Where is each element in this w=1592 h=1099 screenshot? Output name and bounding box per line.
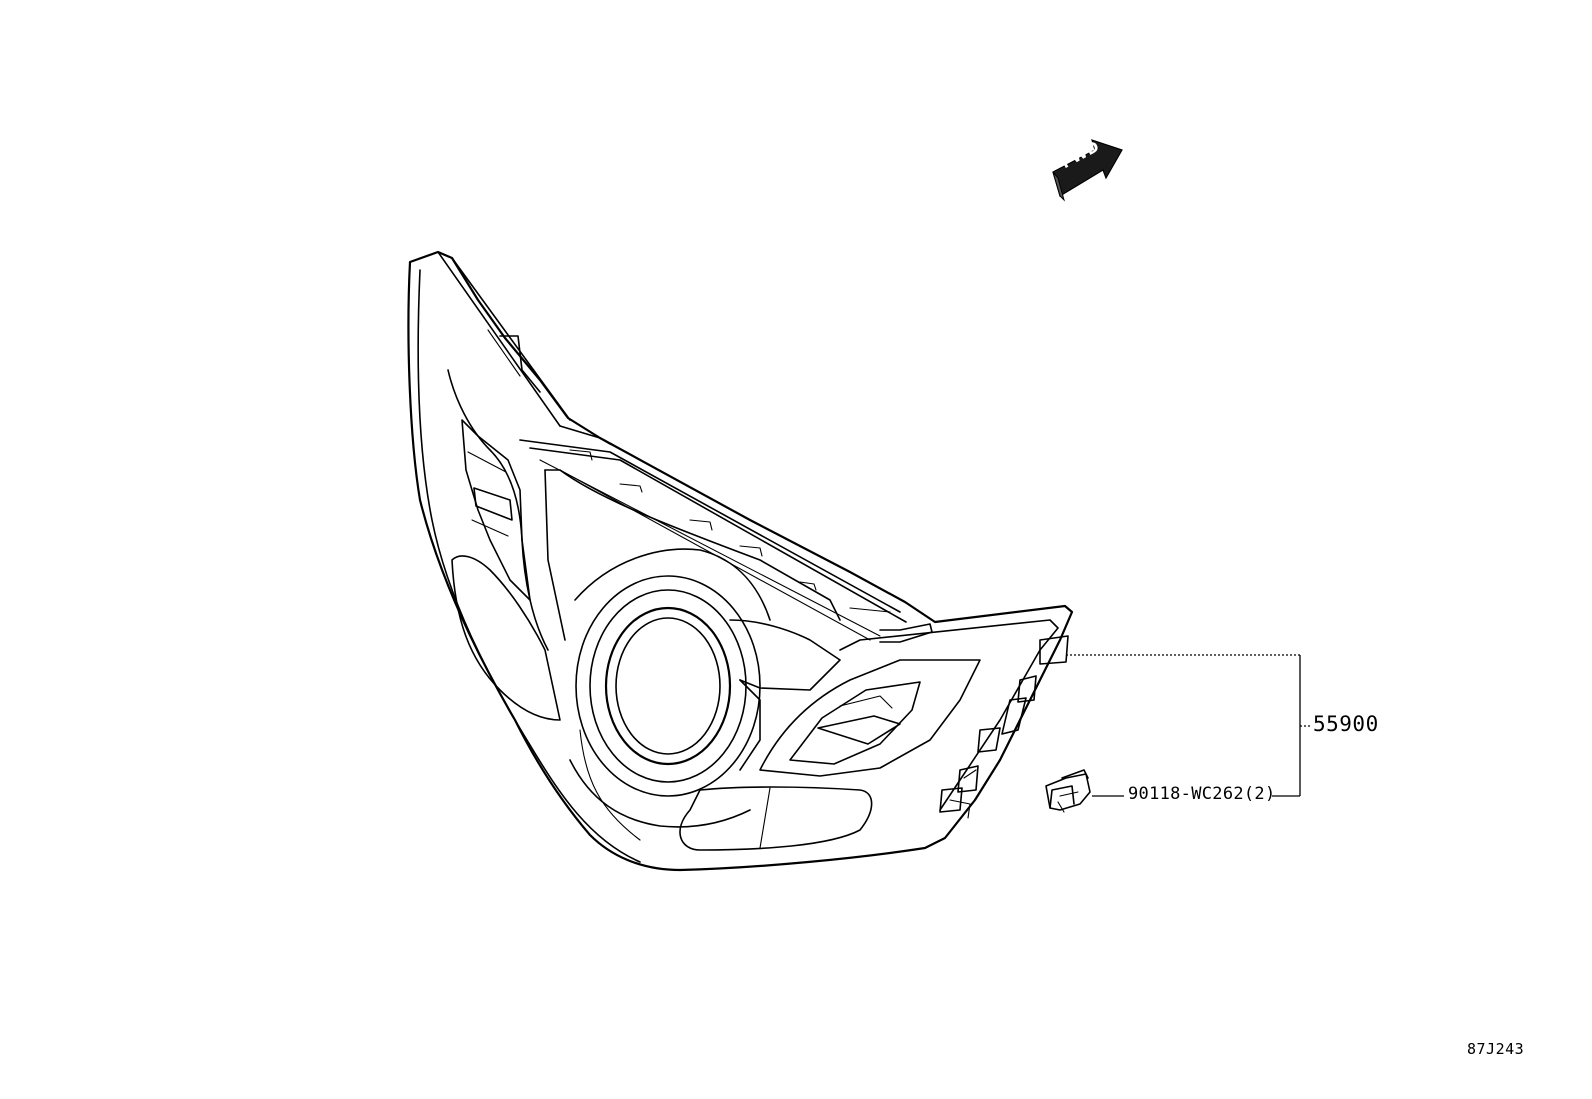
part-number-label-assembly[interactable]: 55900: [1313, 712, 1379, 736]
clip-part: [1045, 769, 1091, 813]
diagram-code: 87J243: [1467, 1040, 1525, 1058]
fwd-arrow-icon: [1052, 139, 1123, 202]
control-panel-assembly: [407, 250, 1074, 872]
leader-lines: [1066, 654, 1312, 797]
part-number-label-clip[interactable]: 90118-WC262(2): [1128, 784, 1276, 804]
